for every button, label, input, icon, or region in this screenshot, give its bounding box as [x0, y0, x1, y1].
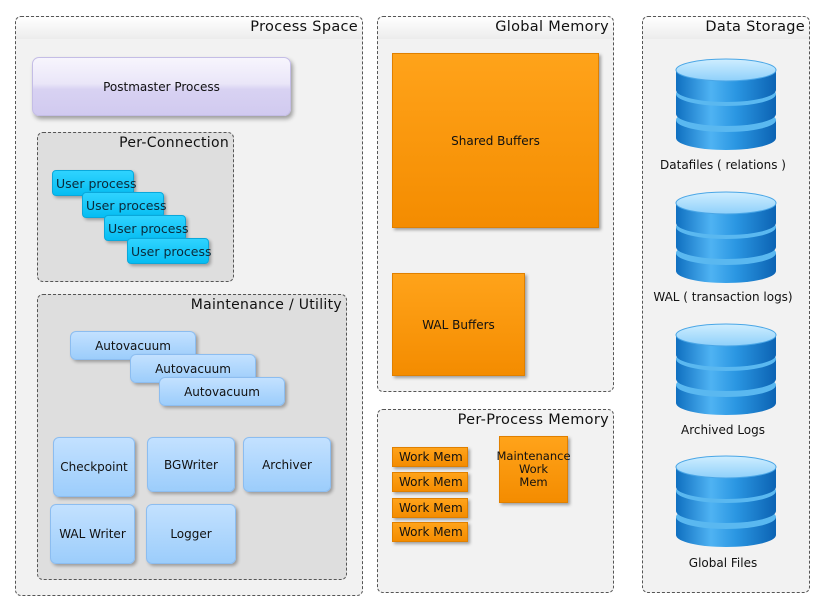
logger-process: Logger [146, 504, 236, 564]
data-storage-title: Data Storage [705, 19, 805, 35]
panel-header [643, 17, 809, 39]
user-process-2: User process [82, 192, 167, 218]
global-files-label: Global Files [688, 556, 758, 570]
panel-header [378, 17, 613, 39]
wal-logs-database-icon [675, 191, 777, 283]
datafiles-database-icon [675, 58, 777, 150]
maintenance-utility-title: Maintenance / Utility [190, 297, 342, 313]
panel-header [16, 17, 362, 39]
per-process-memory-title: Per-Process Memory [457, 412, 609, 428]
global-memory-title: Global Memory [495, 19, 609, 35]
maintenance-work-mem: Maintenance Work Mem [496, 436, 571, 503]
autovacuum-3: Autovacuum [159, 377, 285, 406]
work-mem-1: Work Mem [392, 447, 468, 467]
archiver-process: Archiver [243, 437, 331, 492]
datafiles-label: Datafiles ( relations ) [660, 158, 786, 172]
global-files-database-icon [675, 455, 777, 547]
wal-logs-label: WAL ( transaction logs) [653, 290, 793, 304]
per-connection-title: Per-Connection [119, 135, 229, 151]
wal-writer-process: WAL Writer [50, 504, 135, 564]
wal-buffers: WAL Buffers [392, 273, 525, 376]
checkpoint-process: Checkpoint [53, 437, 135, 497]
maintenance-work-mem-line-3: Mem [519, 475, 548, 489]
shared-buffers: Shared Buffers [392, 53, 599, 228]
process-space-title: Process Space [250, 19, 358, 35]
maintenance-work-mem-line-2: Work [518, 462, 549, 476]
user-process-3: User process [104, 215, 189, 241]
maintenance-work-mem-line-1: Maintenance [496, 449, 571, 463]
archived-logs-database-icon [675, 323, 777, 415]
archived-logs-label: Archived Logs [680, 423, 766, 437]
user-process-4: User process [127, 238, 212, 264]
postmaster-process: Postmaster Process [32, 57, 291, 116]
work-mem-4: Work Mem [392, 522, 468, 542]
bgwriter-process: BGWriter [147, 437, 235, 492]
work-mem-2: Work Mem [392, 472, 468, 492]
work-mem-3: Work Mem [392, 498, 468, 518]
